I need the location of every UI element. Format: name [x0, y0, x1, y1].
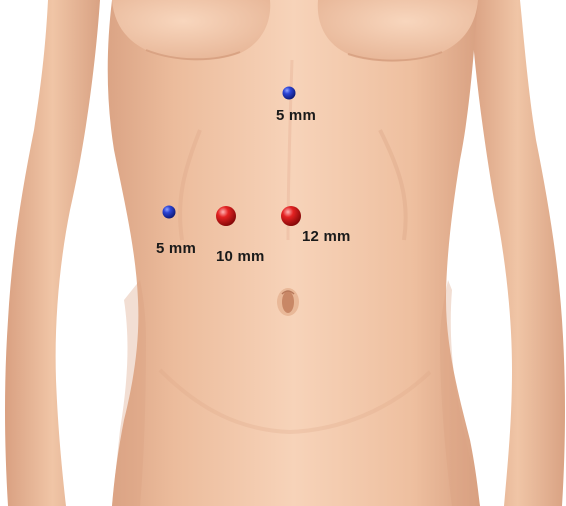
- umbilicus: [277, 288, 299, 316]
- port-label-camera: 10 mm: [216, 248, 265, 265]
- port-label-working: 12 mm: [302, 228, 351, 245]
- port-marker-working: [281, 206, 301, 226]
- port-label-left-lateral: 5 mm: [156, 240, 196, 257]
- port-marker-camera: [216, 206, 236, 226]
- port-label-epigastric: 5 mm: [276, 107, 316, 124]
- port-marker-left-lateral: [163, 206, 176, 219]
- port-marker-epigastric: [283, 87, 296, 100]
